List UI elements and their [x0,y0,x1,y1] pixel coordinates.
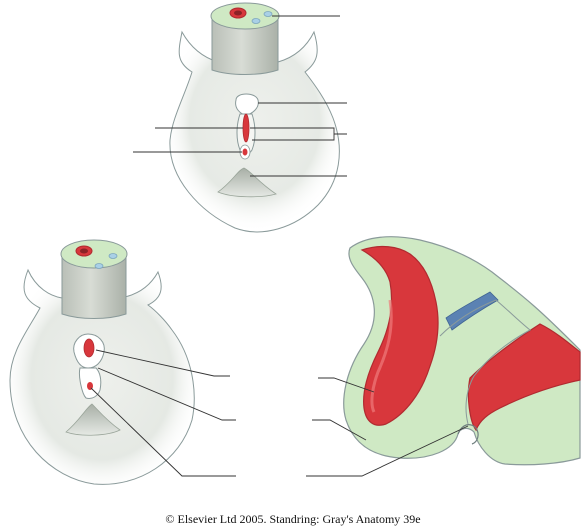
leader-section-2 [312,419,367,441]
top-genital-tubercle [235,93,259,116]
section-cloacal-notch [457,424,479,445]
leader-bottom-1 [95,349,230,377]
top-vessel-section-2 [251,18,261,24]
top-urogenital-sinus [242,113,250,143]
bottom-stalk [61,255,127,319]
leader-bottom-2 [97,367,236,421]
top-tail-depression [217,167,277,198]
sagittal-section-view [306,236,581,477]
bottom-body-silhouette [9,268,195,485]
top-embryo-view [133,2,347,233]
bottom-urethral-opening [83,338,95,358]
bottom-umbilical-artery-lumen [80,248,88,254]
bottom-left-embryo-view [9,239,236,485]
leader-section-1 [318,377,375,393]
bottom-tail-depression [65,403,121,436]
leader-top-bracket [250,127,347,141]
section-leader-lines [306,377,469,477]
top-vessel-section-1 [263,11,273,17]
section-red-tube-right [467,323,581,432]
top-anal-opening [242,148,248,156]
leader-section-3 [306,425,469,477]
bottom-stalk-cross-section [60,239,128,269]
top-leader-lines [133,15,347,177]
bottom-left-leader-lines [90,349,236,477]
top-stalk [211,17,279,75]
bottom-vessel-section-2 [94,263,104,269]
copyright-caption: © Elsevier Ltd 2005. Standring: Gray's A… [165,512,421,526]
section-septum-outline [439,299,531,425]
top-umbilical-artery-lumen [234,10,242,16]
section-red-tube-highlight [370,299,393,413]
bottom-vessel-section-1 [108,253,118,259]
leader-bottom-3 [90,387,236,477]
